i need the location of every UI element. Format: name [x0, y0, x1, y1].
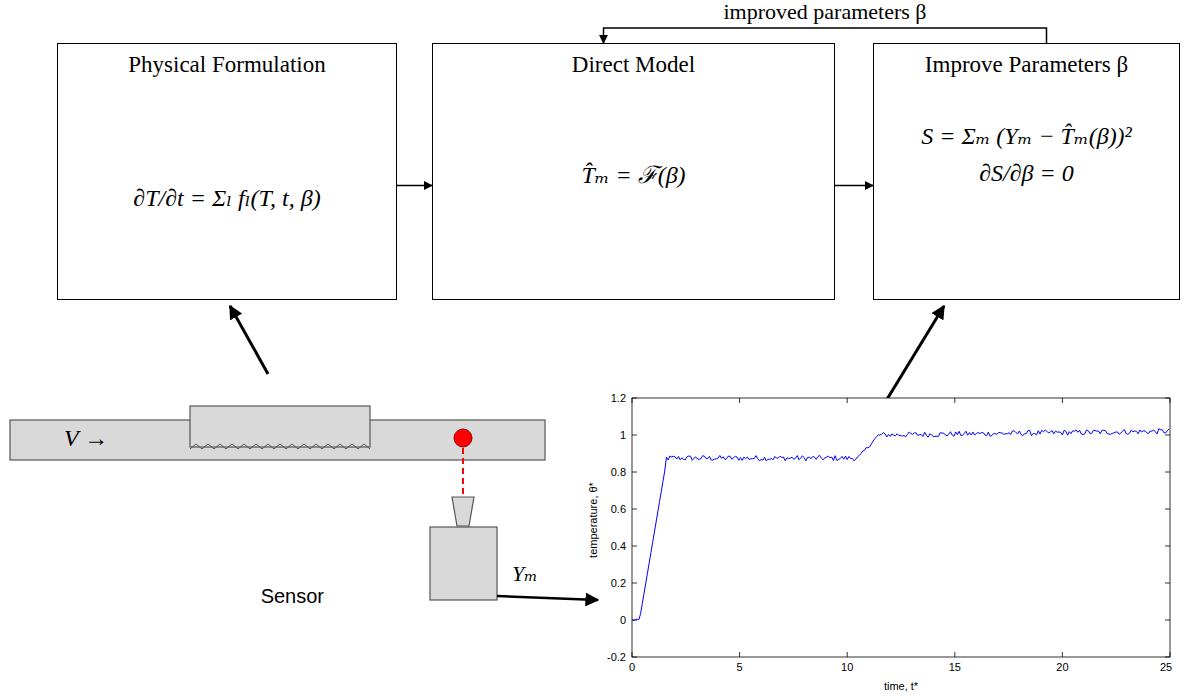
- tick-label: 0.4: [611, 540, 626, 552]
- tick: [1165, 472, 1170, 473]
- tick: [1165, 435, 1170, 436]
- tick-label: 0: [629, 661, 635, 673]
- tick: [1170, 652, 1171, 657]
- tick-label: 15: [949, 661, 961, 673]
- tick: [954, 652, 955, 657]
- feedback-arrow: [604, 28, 1047, 43]
- axis-label: temperature, θ*: [587, 482, 599, 558]
- tick-label: 5: [737, 661, 743, 673]
- tick: [632, 398, 633, 403]
- tick: [739, 652, 740, 657]
- tick-label: -0.2: [607, 651, 626, 663]
- box-heading: Direct Model: [433, 52, 834, 78]
- data-series: [632, 429, 1169, 621]
- tick: [954, 398, 955, 403]
- signal-label: Yₘ: [512, 561, 538, 587]
- plot-frame: [632, 398, 1170, 657]
- equation: T̂ₘ = ℱ(β): [433, 157, 834, 190]
- process-box: Improve Parameters β S = Σₘ (Yₘ − T̂ₘ(β))…: [873, 43, 1180, 300]
- equation: ∂S/∂β = 0: [874, 160, 1179, 187]
- tick-label: 0: [620, 614, 626, 626]
- equation: ∂T/∂t = Σₗ fₗ(T, t, β): [58, 184, 396, 212]
- equation: S = Σₘ (Yₘ − T̂ₘ(β))²: [874, 122, 1179, 150]
- process-box: Physical Formulation ∂T/∂t = Σₗ fₗ(T, t, …: [57, 43, 397, 300]
- tick: [632, 435, 637, 436]
- tick: [632, 583, 637, 584]
- leader-arrow: [230, 306, 268, 374]
- tick-label: 25: [1160, 661, 1172, 673]
- sensor-beam: [462, 448, 464, 497]
- tick: [1165, 657, 1170, 658]
- tick: [632, 472, 637, 473]
- tick: [847, 652, 848, 657]
- measurement-point: [454, 429, 472, 447]
- temperature-chart: [632, 398, 1170, 657]
- tick-label: 1: [620, 429, 626, 441]
- signal-arrow: [497, 596, 598, 600]
- sensor-nozzle: [452, 497, 474, 526]
- sensor-label: Sensor: [261, 585, 324, 608]
- tick: [847, 398, 848, 403]
- flow-arrow: [397, 185, 432, 187]
- tick: [632, 652, 633, 657]
- tick: [632, 398, 637, 399]
- tick-label: 0.2: [611, 577, 626, 589]
- tick-label: 10: [841, 661, 853, 673]
- tick: [1165, 583, 1170, 584]
- tick: [1062, 652, 1063, 657]
- tick: [1165, 509, 1170, 510]
- tick: [739, 398, 740, 403]
- flow-arrow: [835, 185, 873, 187]
- tick-label: 1.2: [611, 392, 626, 404]
- axis-label: time, t*: [884, 680, 918, 692]
- velocity-label: V →: [64, 425, 108, 452]
- process-box: Direct ModelT̂ₘ = ℱ(β): [432, 43, 835, 300]
- tick-label: 20: [1056, 661, 1068, 673]
- sensor-body: [430, 527, 497, 600]
- tick: [1165, 620, 1170, 621]
- tick: [1170, 398, 1171, 403]
- edge-label: improved parameters β: [719, 0, 930, 25]
- rough-interface: [190, 444, 370, 449]
- tick: [632, 657, 637, 658]
- tick: [1165, 398, 1170, 399]
- box-heading: Improve Parameters β: [874, 52, 1179, 78]
- tick: [632, 509, 637, 510]
- contact-block: [190, 406, 370, 447]
- tick-label: 0.8: [611, 466, 626, 478]
- tick-label: 0.6: [611, 503, 626, 515]
- axis-ticks: [632, 398, 1170, 657]
- tick: [1165, 546, 1170, 547]
- box-heading: Physical Formulation: [58, 52, 396, 78]
- tick: [1062, 398, 1063, 403]
- tick: [632, 546, 637, 547]
